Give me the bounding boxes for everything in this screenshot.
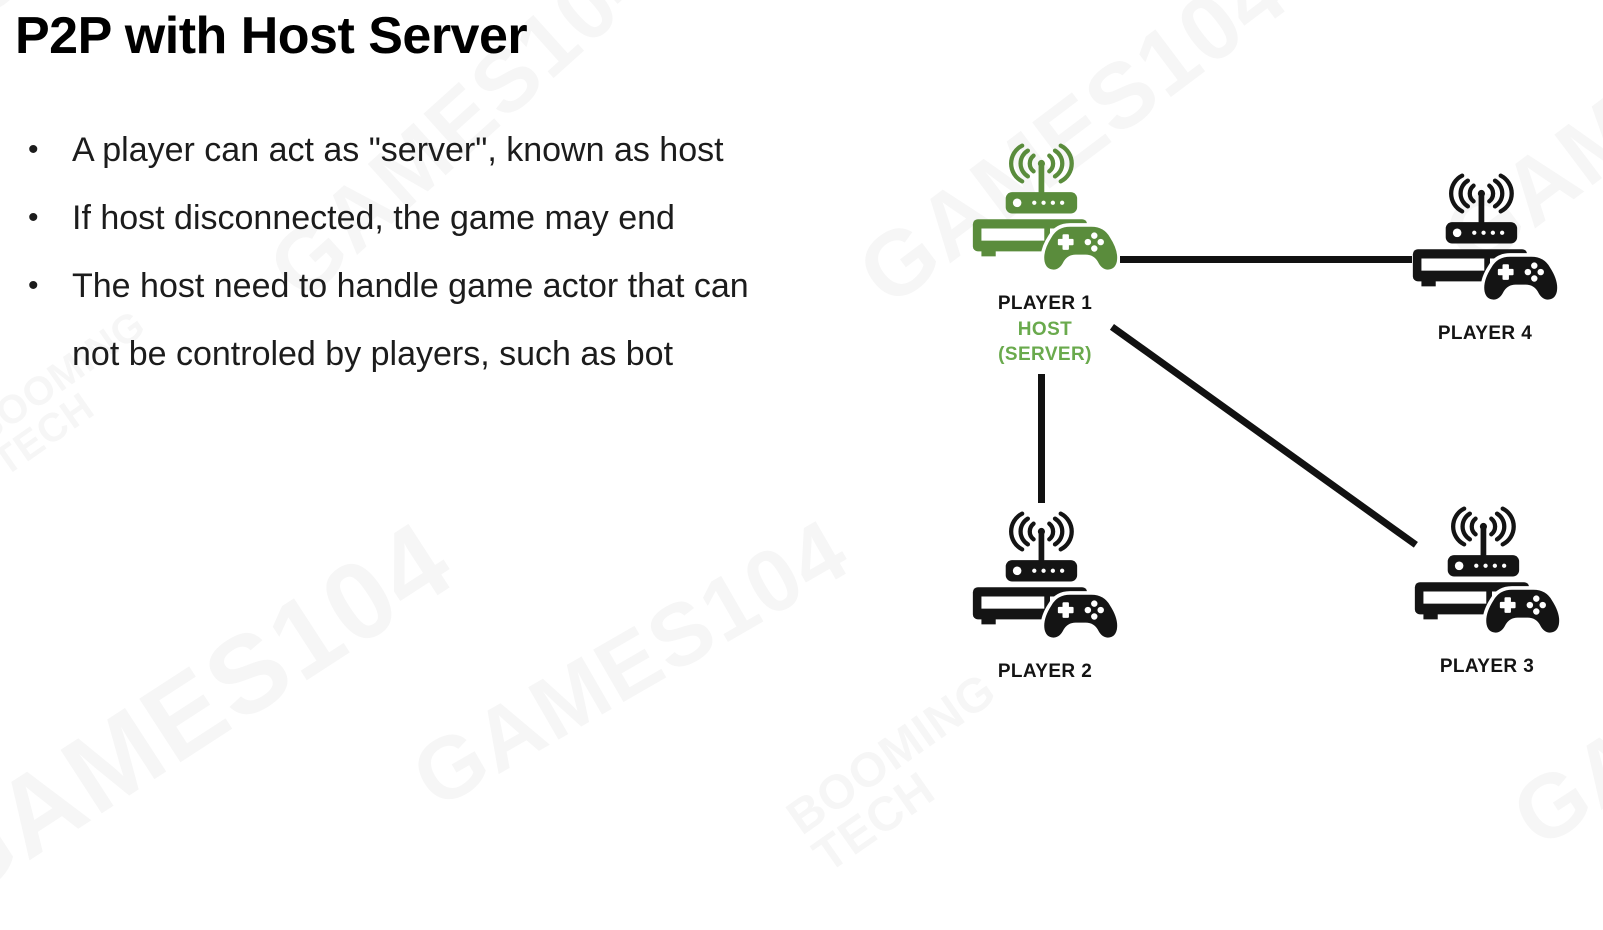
- connection-line-p1-p3: [1109, 324, 1418, 548]
- watermark-games104: GAMES104: [396, 499, 865, 827]
- bullet-list: • A player can act as "server", known as…: [24, 116, 884, 388]
- bullet-dot: •: [28, 201, 39, 234]
- bullet-item: • If host disconnected, the game may end: [24, 184, 884, 252]
- player1-server-label: (SERVER): [998, 344, 1092, 365]
- bullet-text: not be controled by players, such as bot: [72, 335, 674, 373]
- bullet-text: A player can act as "server", known as h…: [72, 131, 724, 169]
- player3-label: PLAYER 3: [1439, 656, 1535, 677]
- bullet-item: • A player can act as "server", known as…: [24, 116, 884, 184]
- bullet-dot: •: [28, 133, 39, 166]
- bullet-dot: •: [28, 269, 39, 302]
- player4-console-router-gamepad-icon: [1410, 172, 1560, 315]
- player1-host-label: HOST: [1017, 319, 1073, 340]
- watermark-games104: GAMES104: [0, 497, 474, 930]
- player2-label: PLAYER 2: [997, 661, 1093, 682]
- player3-console-router-gamepad-icon: [1412, 505, 1562, 648]
- node-player2: PLAYER 2: [945, 510, 1145, 685]
- bullet-text: If host disconnected, the game may end: [72, 199, 675, 237]
- watermark-brand-line1: BOOMING: [777, 663, 1006, 846]
- node-player4: PLAYER 4: [1385, 172, 1585, 347]
- page-title: P2P with Host Server: [15, 7, 528, 65]
- player1-label: PLAYER 1: [997, 293, 1093, 314]
- player2-console-router-gamepad-icon: [970, 510, 1120, 653]
- connection-line-p1-p2: [1038, 374, 1045, 503]
- player1-console-router-gamepad-icon: [970, 142, 1120, 285]
- node-player3: PLAYER 3: [1387, 505, 1587, 680]
- bullet-item: • The host need to handle game actor tha…: [24, 252, 884, 388]
- player4-label: PLAYER 4: [1437, 323, 1533, 344]
- watermark-brand-line2: TECH: [803, 761, 945, 883]
- connection-line-p1-p4: [1120, 256, 1412, 263]
- node-player1-host: PLAYER 1 HOST (SERVER): [945, 142, 1145, 367]
- bullet-text: The host need to handle game actor that …: [72, 267, 749, 305]
- watermark-booming-tech: BOOMING TECH: [777, 663, 1030, 883]
